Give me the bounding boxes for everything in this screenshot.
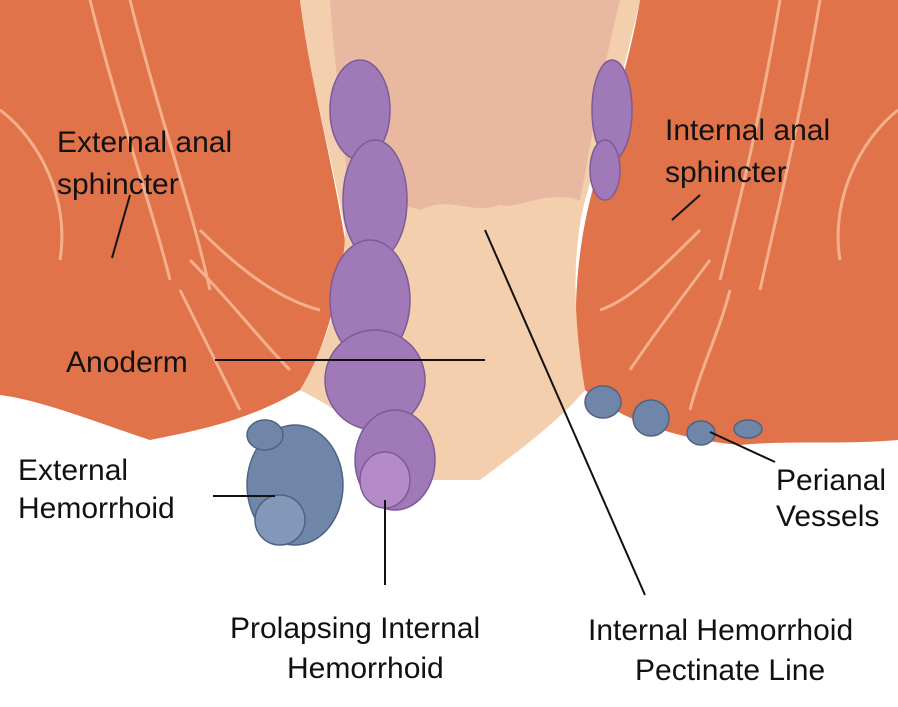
label-anoderm: Anoderm [66, 346, 188, 379]
label-prolapsing-2: Hemorrhoid [287, 652, 444, 685]
label-internal-sphincter-2: sphincter [665, 156, 787, 189]
label-pectinate-1: Internal Hemorrhoid [588, 614, 853, 647]
leader-lines [111, 194, 776, 596]
label-external-sphincter-2: sphincter [57, 168, 179, 201]
label-prolapsing-1: Prolapsing Internal [230, 612, 480, 645]
perianal-vessels [584, 385, 763, 446]
label-internal-sphincter-1: Internal anal [665, 114, 830, 147]
rectal-mucosa [330, 0, 620, 210]
label-perianal-2: Vessels [776, 500, 879, 533]
left-muscle [0, 0, 345, 440]
label-pectinate-2: Pectinate Line [635, 654, 825, 687]
label-external-hemorrhoid-1: External [18, 454, 128, 487]
internal-hemorrhoid [324, 59, 633, 511]
label-perianal-1: Perianal [776, 464, 886, 497]
label-external-hemorrhoid-2: Hemorrhoid [18, 492, 175, 525]
label-external-sphincter-1: External anal [57, 126, 232, 159]
external-hemorrhoid [246, 419, 344, 546]
